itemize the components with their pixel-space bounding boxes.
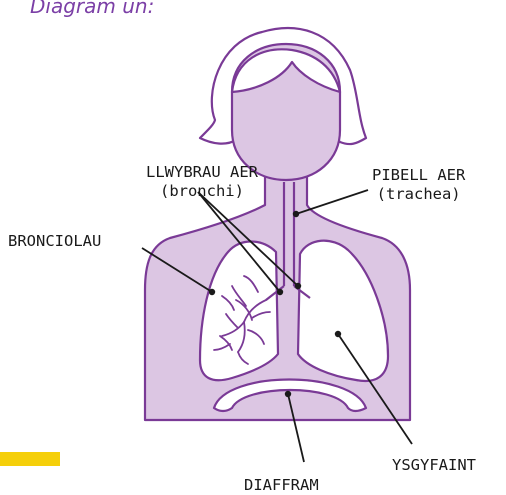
accent-bar [0, 452, 60, 466]
label-bronciolau: BRONCIOLAU [8, 232, 101, 251]
label-ysgyfaint: YSGYFAINT [392, 456, 476, 475]
label-llwybrau-aer: LLWYBRAU AER (bronchi) [146, 163, 258, 202]
label-diaffram: DIAFFRAM [244, 476, 319, 495]
label-pibell-aer: PIBELL AER (trachea) [372, 166, 465, 205]
label-llwybrau-aer-text: LLWYBRAU AER [146, 163, 258, 182]
label-bronchi-text: (bronchi) [146, 182, 258, 201]
label-trachea-text: (trachea) [372, 185, 465, 204]
label-pibell-aer-text: PIBELL AER [372, 166, 465, 185]
